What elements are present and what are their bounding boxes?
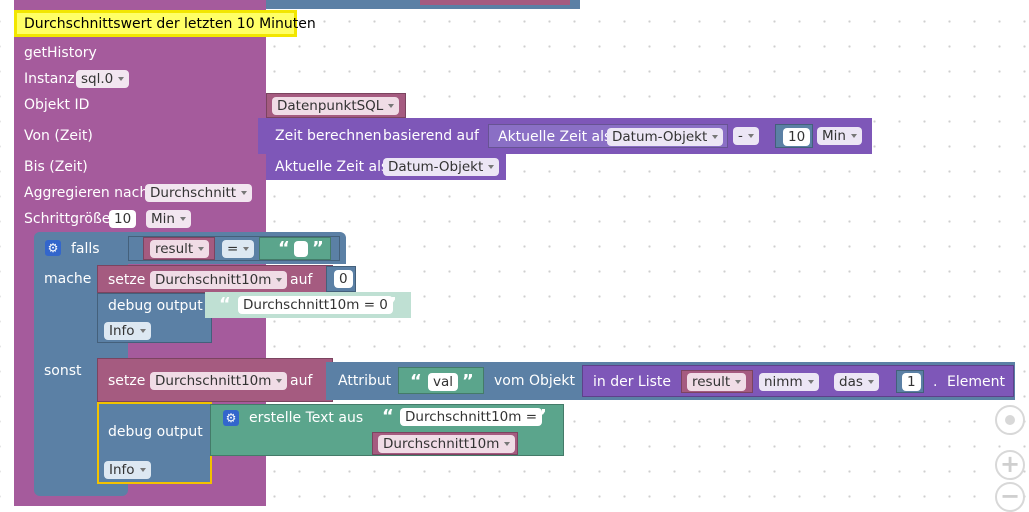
else-debug-label: debug output xyxy=(108,424,203,440)
instance-dropdown[interactable]: sql.0 xyxy=(76,70,130,88)
current-time-format-dropdown[interactable]: Datum-Objekt xyxy=(607,128,724,146)
else-set-label: setze xyxy=(108,373,146,389)
text-part-quote-close-icon: ” xyxy=(535,406,547,427)
minus-icon: − xyxy=(999,482,1021,510)
current-time-block[interactable]: Aktuelle Zeit als Datum-Objekt xyxy=(488,124,728,148)
else-index-field[interactable]: 1 xyxy=(902,373,921,391)
else-which-dropdown[interactable]: das xyxy=(834,373,879,391)
do-set-block[interactable]: setze Durchschnitt10m auf xyxy=(97,265,333,293)
compare-text-field[interactable] xyxy=(294,241,308,257)
do-set-var-dropdown[interactable]: Durchschnitt10m xyxy=(150,271,288,289)
quote-open-icon: “ xyxy=(278,238,290,259)
else-debug-level-dropdown[interactable]: Info xyxy=(104,461,151,479)
else-quote-open-icon: “ xyxy=(410,371,422,392)
from-label: Von (Zeit) xyxy=(24,128,93,144)
do-quote-open-icon: “ xyxy=(219,294,231,315)
else-attr-field[interactable]: val xyxy=(428,373,459,391)
else-list-var-dropdown[interactable]: result xyxy=(687,373,747,391)
plus-icon: + xyxy=(999,450,1021,478)
time-amount-block[interactable]: 10 xyxy=(775,124,813,148)
else-set-var-dropdown[interactable]: Durchschnitt10m xyxy=(150,372,288,390)
time-amount-field[interactable]: 10 xyxy=(783,128,811,146)
step-value-field[interactable]: 10 xyxy=(109,210,137,228)
if-label: falls xyxy=(71,241,100,257)
do-value-block[interactable]: 0 xyxy=(326,266,356,292)
text-part-block[interactable]: “ Durchschnitt10m = ” xyxy=(372,405,562,429)
compare-block[interactable]: result = “ ” xyxy=(128,236,340,261)
step-label: Schrittgröße xyxy=(24,211,111,227)
if-gear-icon[interactable]: ⚙ xyxy=(45,240,61,256)
else-list-var-block[interactable]: result xyxy=(681,370,753,393)
zoom-out-button[interactable]: − xyxy=(995,482,1025,512)
else-index-block[interactable]: 1 xyxy=(896,370,924,393)
text-var-block[interactable]: Durchschnitt10m xyxy=(372,432,518,455)
quote-close-icon: ” xyxy=(312,238,324,259)
compare-operator-dropdown[interactable]: = xyxy=(222,240,255,258)
previous-block-fragment xyxy=(258,0,580,9)
do-set-label: setze xyxy=(108,272,146,288)
target-icon xyxy=(1005,415,1015,425)
time-unit-dropdown[interactable]: Min xyxy=(817,127,862,145)
comment-bubble[interactable]: Durchschnittswert der letzten 10 Minuten xyxy=(14,10,316,37)
do-debug-block[interactable]: debug output Info xyxy=(97,293,212,343)
do-label: mache xyxy=(44,271,92,287)
compare-var-block[interactable]: result xyxy=(143,237,215,260)
instance-label: Instanz xyxy=(24,71,75,87)
zoom-in-button[interactable]: + xyxy=(995,450,1025,480)
previous-block-fragment-inner xyxy=(420,0,570,5)
do-debug-text-field[interactable]: Durchschnitt10m = 0 xyxy=(238,296,393,314)
else-set-block[interactable]: setze Durchschnitt10m auf xyxy=(97,358,333,402)
do-value-field[interactable]: 0 xyxy=(334,270,353,288)
to-time-label: Aktuelle Zeit als xyxy=(275,159,389,175)
comment-text: Durchschnittswert der letzten 10 Minuten xyxy=(24,16,316,32)
else-in-list-label: in der Liste xyxy=(593,374,672,390)
to-label: Bis (Zeit) xyxy=(24,159,88,175)
aggregate-dropdown[interactable]: Durchschnitt xyxy=(145,184,253,202)
recenter-button[interactable] xyxy=(995,405,1025,435)
else-debug-block[interactable]: debug output Info xyxy=(97,402,212,484)
text-var-dropdown[interactable]: Durchschnitt10m xyxy=(378,435,516,453)
else-list-block[interactable]: in der Liste result nimm das 1 . Element xyxy=(582,365,1014,397)
else-take-dropdown[interactable]: nimm xyxy=(759,373,819,391)
compare-var-dropdown[interactable]: result xyxy=(150,240,210,258)
text-part-quote-open-icon: “ xyxy=(382,406,394,427)
to-time-block[interactable]: Aktuelle Zeit als Datum-Objekt xyxy=(266,154,506,180)
time-calc-based-on: basierend auf xyxy=(383,128,479,144)
else-attr-text-block[interactable]: “ val ” xyxy=(398,367,484,394)
else-dot-label: . xyxy=(933,374,938,390)
to-time-format-dropdown[interactable]: Datum-Objekt xyxy=(383,158,500,176)
compare-text-block[interactable]: “ ” xyxy=(259,237,331,260)
do-quote-close-icon: ” xyxy=(385,294,397,315)
text-part-field[interactable]: Durchschnitt10m = xyxy=(400,408,543,426)
do-debug-label: debug output xyxy=(108,298,203,314)
object-id-dropdown[interactable]: DatenpunktSQL xyxy=(272,97,400,115)
else-label: sonst xyxy=(44,363,82,379)
current-time-label: Aktuelle Zeit als xyxy=(498,129,612,145)
do-debug-text-block[interactable]: “ Durchschnitt10m = 0 ” xyxy=(205,292,411,318)
else-quote-close-icon: ” xyxy=(462,371,474,392)
else-set-to-label: auf xyxy=(290,373,313,389)
aggregate-label: Aggregieren nach xyxy=(24,185,149,201)
time-calc-label: Zeit berechnen xyxy=(275,128,382,144)
time-operator-dropdown[interactable]: - xyxy=(733,127,759,145)
gethistory-title: getHistory xyxy=(24,45,97,61)
do-debug-level-dropdown[interactable]: Info xyxy=(104,322,151,340)
else-element-label: Element xyxy=(947,374,1005,390)
create-text-gear-icon[interactable]: ⚙ xyxy=(223,410,239,426)
create-text-label: erstelle Text aus xyxy=(249,410,364,426)
object-id-label: Objekt ID xyxy=(24,97,90,113)
do-set-to-label: auf xyxy=(290,272,313,288)
else-attr-label: Attribut xyxy=(338,373,392,389)
object-id-block[interactable]: DatenpunktSQL xyxy=(266,93,406,118)
step-unit-dropdown[interactable]: Min xyxy=(146,210,191,228)
else-from-object-label: vom Objekt xyxy=(494,373,575,389)
